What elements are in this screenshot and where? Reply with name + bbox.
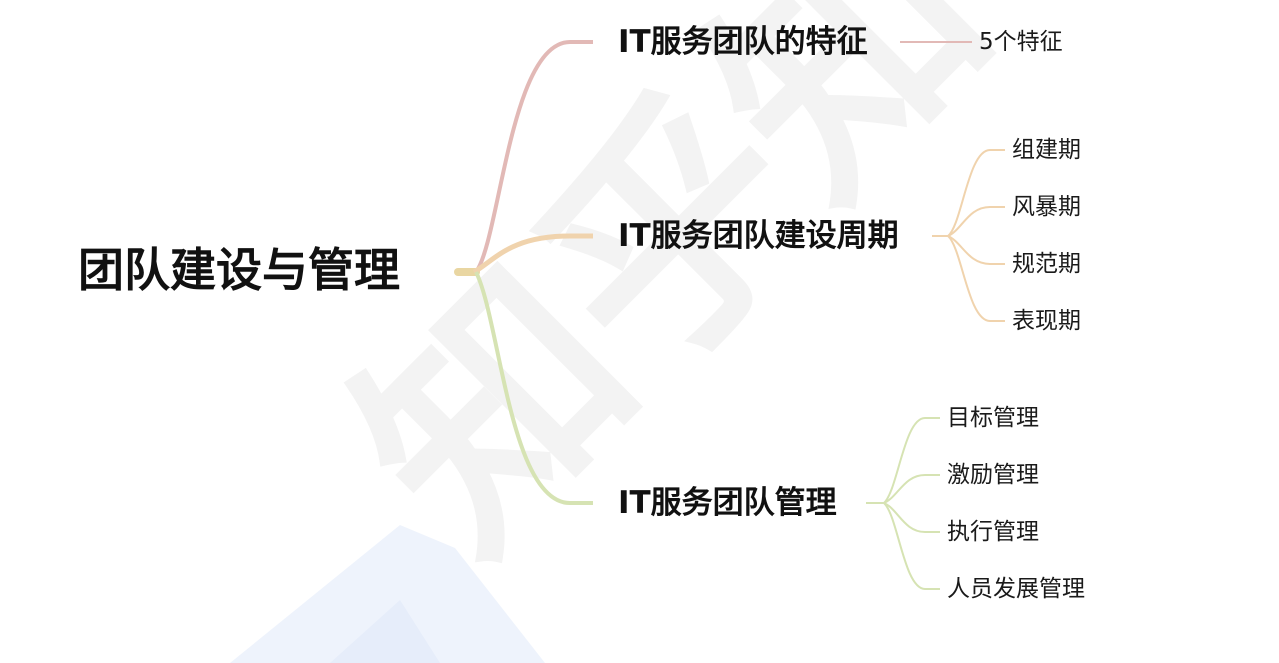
leaf-connector	[947, 149, 1005, 237]
leaf-topic[interactable]: 5个特征	[979, 29, 1063, 55]
leaf-connector	[883, 417, 940, 504]
leaf-topic[interactable]: 规范期	[1012, 251, 1081, 277]
leaf-topic[interactable]: 组建期	[1012, 137, 1081, 163]
leaf-topic[interactable]: 目标管理	[947, 405, 1039, 431]
leaf-topic[interactable]: 表现期	[1012, 308, 1081, 334]
branch-topic-team-management[interactable]: IT服务团队管理	[618, 485, 837, 521]
leaf-connector	[883, 502, 940, 590]
leaf-topic[interactable]: 激励管理	[947, 462, 1039, 488]
branch-connector-3	[474, 271, 593, 505]
leaf-connector	[883, 502, 940, 533]
branch-topic-team-lifecycle[interactable]: IT服务团队建设周期	[618, 218, 899, 254]
leaf-topic[interactable]: 人员发展管理	[947, 576, 1085, 602]
leaf-connector	[947, 235, 1005, 265]
leaf-connector	[883, 474, 940, 504]
root-topic[interactable]: 团队建设与管理	[78, 243, 400, 297]
leaf-connector	[947, 235, 1005, 322]
branch-topic-team-features[interactable]: IT服务团队的特征	[618, 24, 868, 60]
leaf-connector	[947, 206, 1005, 237]
branch-connector-2	[472, 233, 593, 275]
leaf-topic[interactable]: 执行管理	[947, 519, 1039, 545]
leaf-topic[interactable]: 风暴期	[1012, 194, 1081, 220]
branch-connector-1	[474, 40, 593, 274]
